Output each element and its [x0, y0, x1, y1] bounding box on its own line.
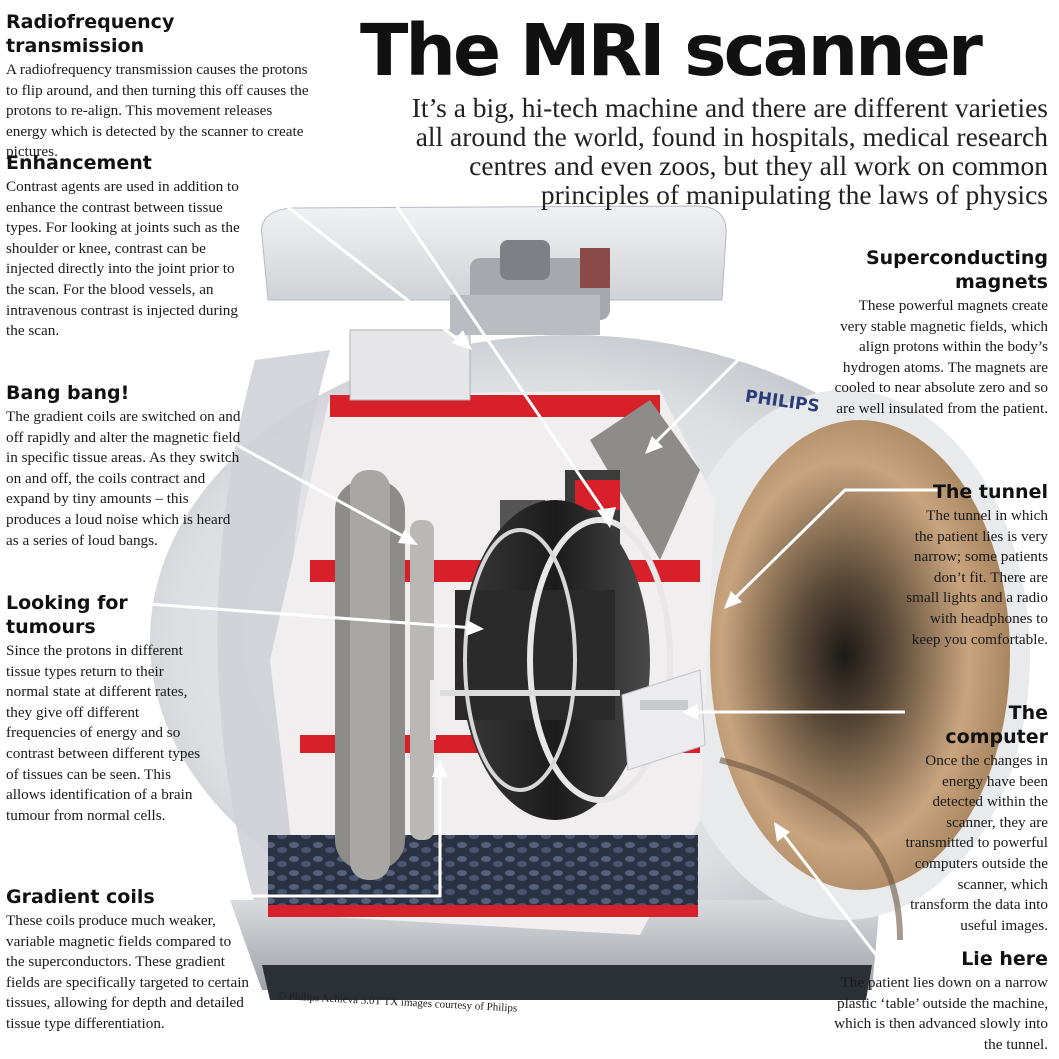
arrowhead-tumours	[466, 620, 484, 636]
page-title: The MRI scanner	[360, 9, 983, 92]
annotation-text: Since the protons in different tissue ty…	[6, 642, 201, 824]
leader-enhancement	[158, 160, 466, 347]
page-subtitle: It’s a big, hi-tech machine and there ar…	[411, 92, 1048, 210]
annotation-text: These powerful magnets create very stabl…	[834, 297, 1048, 417]
leader-arrowheads	[398, 330, 790, 842]
leader-radiofrequency	[230, 41, 612, 521]
annotation-superconducting: Superconducting magnets These powerful m…	[828, 246, 1048, 420]
leader-superconducting	[648, 266, 832, 450]
annotation-heading: Gradient coils	[6, 886, 155, 908]
annotation-heading: Looking for tumours	[6, 592, 128, 638]
arrowhead-gradient-coils	[432, 760, 448, 777]
annotation-heading: Bang bang!	[6, 382, 130, 404]
annotation-text: The gradient coils are switched on and o…	[6, 408, 241, 549]
annotation-heading: The tunnel	[932, 481, 1048, 503]
annotation-text: The patient lies down on a narrow plasti…	[834, 974, 1048, 1053]
annotation-tumours: Looking for tumours Since the protons in…	[6, 591, 202, 826]
scanner-base	[230, 900, 880, 1000]
annotation-radiofrequency: Radiofrequency transmission A radiofrequ…	[6, 10, 312, 163]
leader-lines	[119, 41, 960, 962]
arrowhead-bang-bang	[398, 529, 418, 545]
control-panel	[621, 669, 706, 771]
bore-tube	[430, 500, 673, 820]
leader-gradient-coils	[210, 770, 442, 898]
annotation-heading: Radiofrequency transmission	[6, 11, 175, 57]
annotation-computer: The computer Once the changes in energy …	[904, 701, 1048, 936]
annotation-text: Once the changes in energy have been det…	[905, 752, 1048, 934]
arrowhead-lie-here	[774, 822, 790, 842]
arrowhead-enhancement	[452, 330, 472, 350]
bore-opening	[660, 390, 1030, 941]
leader-lie-here	[778, 829, 960, 962]
cryo-head	[450, 240, 610, 335]
arrowhead-radiofrequency	[597, 507, 616, 528]
arrowhead-tunnel	[724, 591, 742, 609]
annotation-text: These coils produce much weaker, variabl…	[6, 912, 250, 1032]
annotation-text: A radiofrequency transmission causes the…	[6, 61, 309, 161]
annotation-bang-bang: Bang bang! The gradient coils are switch…	[6, 381, 246, 551]
annotation-heading: The computer	[945, 702, 1048, 748]
leader-tumours	[119, 600, 476, 630]
gradient-coils	[335, 470, 434, 880]
annotation-text: The tunnel in which the patient lies is …	[906, 507, 1048, 648]
annotation-enhancement: Enhancement Contrast agents are used in …	[6, 151, 240, 342]
annotation-heading: Lie here	[961, 948, 1048, 970]
annotation-heading: Superconducting magnets	[865, 247, 1048, 293]
leader-tunnel	[728, 488, 940, 605]
arrowhead-computer	[682, 704, 698, 720]
arrowhead-superconducting	[645, 436, 663, 454]
annotation-lie-here: Lie here The patient lies down on a narr…	[824, 947, 1048, 1055]
annotation-heading: Enhancement	[6, 152, 152, 174]
leader-bang-bang	[121, 380, 411, 542]
annotation-text: Contrast agents are used in addition to …	[6, 178, 240, 340]
annotation-gradient-coils: Gradient coils These coils produce much …	[6, 885, 250, 1035]
annotation-tunnel: The tunnel The tunnel in which the patie…	[904, 480, 1048, 650]
